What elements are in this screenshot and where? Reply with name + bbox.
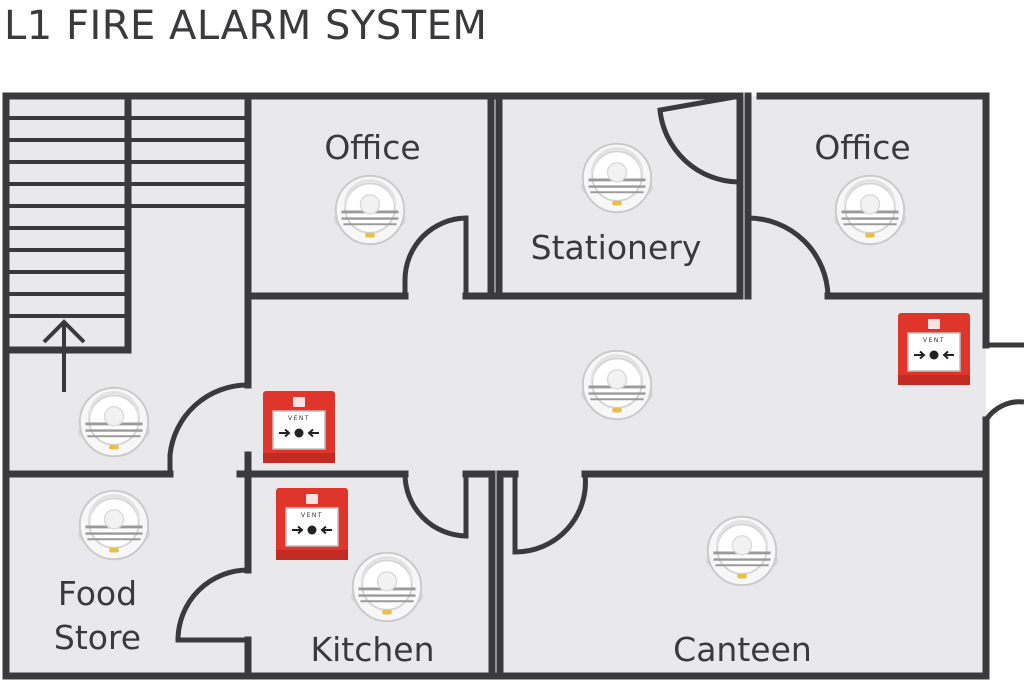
- manual-call-point-icon: [262, 390, 336, 464]
- room-label-canteen: Canteen: [673, 630, 812, 669]
- room-label-office-left: Office: [324, 128, 421, 167]
- figure-title: L1 FIRE ALARM SYSTEM: [4, 3, 488, 49]
- smoke-detector-icon: [332, 174, 408, 246]
- stair-treads: [6, 116, 248, 318]
- manual-call-point-icon: [275, 487, 349, 561]
- smoke-detector-icon: [579, 349, 655, 421]
- room-label-kitchen: Kitchen: [310, 630, 435, 669]
- smoke-detector-icon: [832, 174, 908, 246]
- smoke-detector-icon: [349, 551, 425, 623]
- room-label-office-right: Office: [814, 128, 911, 167]
- manual-call-point-icon: [897, 312, 971, 386]
- door-swings: [167, 93, 1024, 643]
- smoke-detector-icon: [579, 142, 655, 214]
- walls: [2, 92, 990, 680]
- up-arrow-icon: [42, 319, 86, 392]
- smoke-detector-icon: [76, 386, 152, 458]
- room-label-store: Store: [53, 618, 142, 657]
- room-label-food: Food: [57, 574, 138, 613]
- room-label-stationery: Stationery: [530, 228, 702, 267]
- smoke-detector-icon: [76, 489, 152, 561]
- smoke-detector-icon: [704, 515, 780, 587]
